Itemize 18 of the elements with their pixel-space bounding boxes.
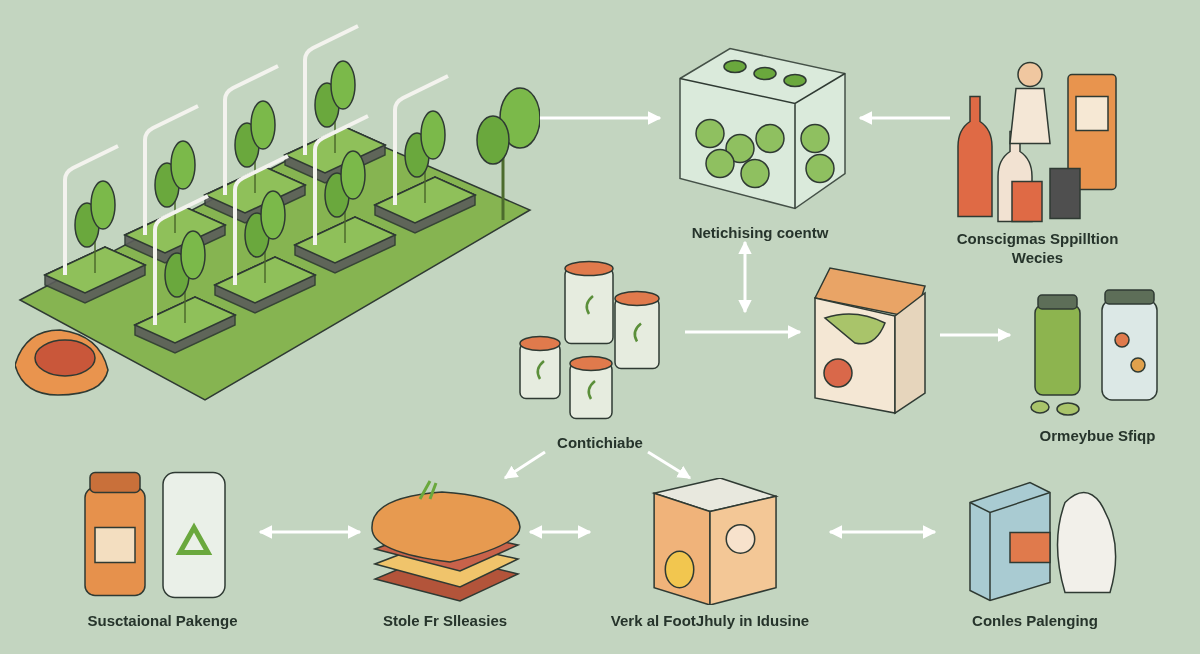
arrow [528,525,592,539]
arrow [647,450,692,480]
node-label: Stole Fr Slleasies [382,611,508,630]
arrow [828,525,937,539]
arrow [940,328,1012,342]
arrow [503,450,546,480]
node-label: Verk al FootJhuly in Idusine [610,611,810,630]
arrow [738,240,752,314]
node-label: Contichiabe [557,433,643,452]
node-label: Ormeybue Sfiqp [1039,426,1156,445]
arrow [540,111,662,125]
node-label: Conscigmas Sppilltion Wecies [955,229,1120,267]
node-label: Susctaional Pakenge [87,611,238,630]
node-label: Netichising coentw [691,223,829,242]
arrow [258,525,362,539]
node-label: Conles Palenging [972,611,1098,630]
arrow [858,111,950,125]
arrow [685,325,802,339]
